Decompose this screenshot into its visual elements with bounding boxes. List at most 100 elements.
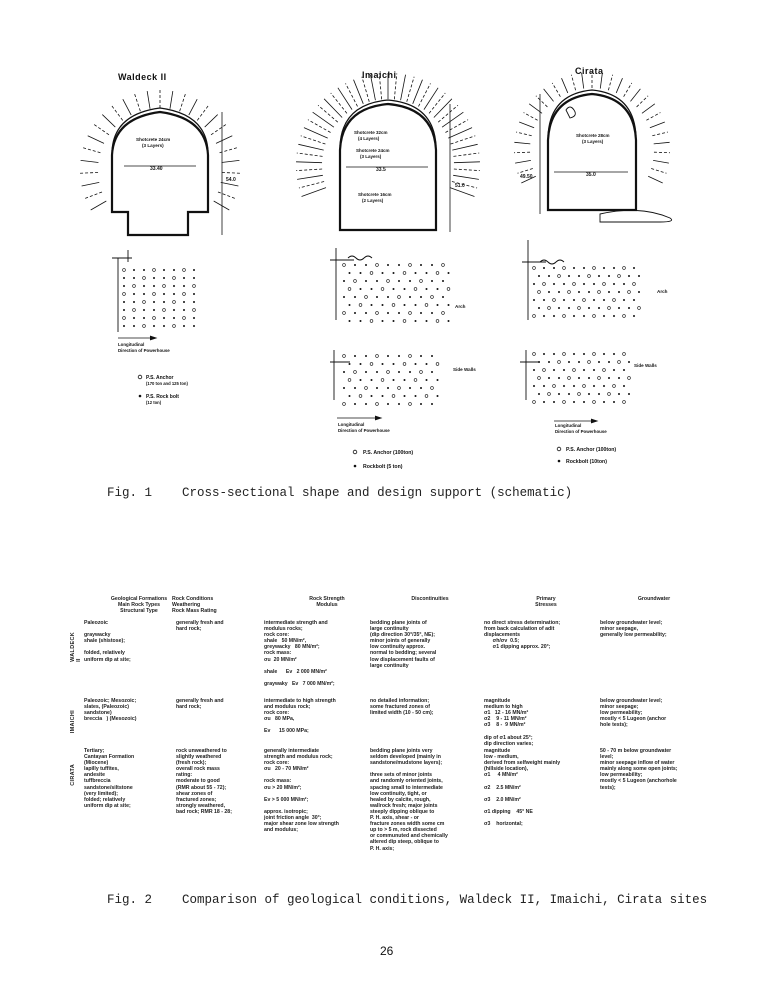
anchor-dot [123, 285, 125, 287]
anchor-dot [343, 371, 345, 373]
anchor-line [523, 112, 538, 121]
anchor-line [378, 73, 383, 100]
anchor-dot [592, 266, 596, 270]
anchor-dot [414, 304, 417, 306]
anchor-dot [398, 403, 400, 405]
anchor-dot [622, 352, 626, 356]
anchor-dot [342, 263, 346, 267]
anchor-dot [436, 304, 439, 306]
col-header-discontinuities: Discontinuities [411, 596, 449, 602]
anchor-dot [583, 267, 585, 269]
anchor-line [296, 152, 323, 157]
imaichi-shotcrete-5: Shotcrete 16cm [358, 192, 392, 197]
anchor-dot [618, 307, 620, 309]
anchor-dot [613, 353, 615, 355]
cell-cirata-stresses: magnitude low - medium, derived from sel… [484, 748, 561, 828]
waldeck-direction-1: Longitudinal [118, 342, 144, 347]
anchor-dot [562, 266, 566, 270]
figure-1-drawing: Shotcrete 24cm (3 Layers) 33.40 54.0 Sho… [80, 72, 673, 470]
anchor-dot [414, 363, 417, 365]
anchor-dot [637, 306, 641, 310]
anchor-dot [153, 301, 155, 303]
anchor-dot [391, 303, 396, 307]
anchor-dot [582, 298, 586, 302]
anchor-dot [348, 320, 351, 322]
anchor-dot [182, 316, 186, 320]
anchor-dot [387, 387, 389, 389]
anchor-dot [348, 363, 351, 365]
anchor-dot [359, 272, 362, 274]
anchor-dot [583, 283, 585, 285]
anchor-dot [408, 263, 412, 267]
anchor-dot [548, 377, 550, 379]
row-label-imaichi: IMAICHI [70, 710, 76, 734]
anchor-dot [354, 312, 356, 314]
anchor-dot [558, 393, 560, 395]
anchor-dot [347, 378, 352, 382]
anchor-dot [153, 277, 155, 279]
anchor-line [188, 98, 198, 116]
anchor-dot [369, 271, 374, 275]
anchor-dot [533, 283, 535, 285]
anchor-dot [603, 353, 605, 355]
waldeck-anchor-detail: (170 ton and 125 ton) [146, 381, 188, 386]
anchor-dot [420, 387, 422, 389]
anchor-dot [375, 402, 379, 406]
anchor-dot [183, 325, 185, 327]
anchor-dot [402, 271, 407, 275]
anchor-dot [583, 401, 585, 403]
cirata-shotcrete-1: Shotcrete 28cm [576, 133, 610, 138]
waldeck-shotcrete-2: (3 Layers) [142, 143, 164, 148]
anchor-dot [122, 316, 126, 320]
anchor-dot [376, 296, 378, 298]
anchor-dot [588, 393, 590, 395]
anchor-dot [593, 283, 595, 285]
anchor-dot [558, 291, 560, 293]
anchor-dot [409, 387, 411, 389]
anchor-dot [425, 288, 428, 290]
anchor-dot [447, 304, 450, 306]
anchor-dot [193, 293, 195, 295]
anchor-line [219, 147, 237, 154]
anchor-dot [359, 288, 362, 290]
anchor-dot [563, 385, 565, 387]
anchor-dot [532, 352, 536, 356]
anchor-dot [359, 363, 362, 365]
anchor-dot [162, 284, 166, 288]
anchor-line [615, 78, 623, 94]
anchor-line [134, 93, 141, 112]
cell-cirata-discontinuities: bedding plane joints very seldom develop… [370, 748, 448, 852]
anchor-dot [577, 392, 581, 396]
anchor-dot [538, 275, 540, 277]
anchor-dot [392, 320, 395, 322]
anchor-line [649, 121, 665, 129]
anchor-dot [376, 371, 378, 373]
cell-cirata-conditions: rock unweathered to slightly weathered (… [176, 748, 232, 815]
anchor-dot [568, 275, 570, 277]
anchor-line [521, 175, 536, 184]
anchor-dot [163, 317, 165, 319]
anchor-dot [347, 287, 352, 291]
anchor-dot [578, 377, 580, 379]
anchor-dot [153, 285, 155, 287]
anchor-dot [537, 376, 541, 380]
anchor-dot [573, 353, 575, 355]
anchor-dot [133, 269, 135, 271]
anchor-dot [402, 319, 407, 323]
anchor-dot [623, 283, 625, 285]
anchor-dot [543, 267, 545, 269]
anchor-dot [442, 296, 444, 298]
anchor-dot [163, 293, 165, 295]
anchor-line [652, 131, 668, 137]
anchor-dot [558, 377, 560, 379]
anchor-dot [375, 311, 379, 315]
anchor-dot [122, 268, 126, 272]
anchor-dot [638, 291, 640, 293]
anchor-line [433, 98, 453, 118]
col-header-geology: Geological Formations Main Rock Types St… [110, 596, 168, 615]
anchor-dot [603, 299, 605, 301]
anchor-line [453, 168, 480, 172]
anchor-dot [603, 401, 605, 403]
anchor-dot [543, 353, 545, 355]
cirata-width-dim: 35.0 [586, 172, 596, 178]
